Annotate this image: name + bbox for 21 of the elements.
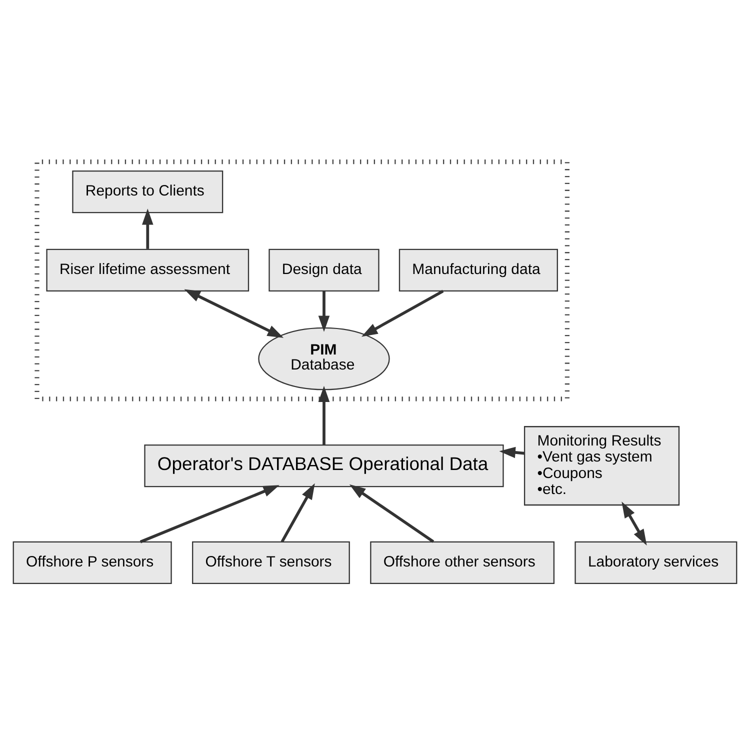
arrow bbox=[499, 446, 524, 458]
node-box: Manufacturing data bbox=[398, 248, 558, 291]
arrow bbox=[318, 385, 330, 445]
node-box: Design data bbox=[268, 248, 380, 291]
node-box: Riser lifetime assessment bbox=[46, 248, 250, 291]
node-box: Reports to Clients bbox=[72, 170, 224, 213]
node-box: Operator's DATABASE Operational Data bbox=[144, 444, 504, 487]
arrow bbox=[622, 501, 647, 546]
node-ellipse: PIM Database bbox=[258, 326, 390, 390]
node-box: Monitoring Results •Vent gas system •Coupons •etc. bbox=[524, 426, 680, 506]
arrow bbox=[361, 289, 444, 336]
arrow bbox=[318, 290, 330, 332]
node-box: Offshore other sensors bbox=[370, 540, 555, 584]
node-box: Laboratory services bbox=[574, 540, 738, 584]
arrow bbox=[142, 208, 154, 248]
node-box: Offshore P sensors bbox=[12, 540, 172, 584]
arrow bbox=[140, 484, 280, 543]
arrow bbox=[349, 484, 434, 542]
arrow bbox=[280, 482, 315, 542]
node-box: Offshore T sensors bbox=[192, 540, 350, 584]
arrow bbox=[184, 288, 284, 338]
